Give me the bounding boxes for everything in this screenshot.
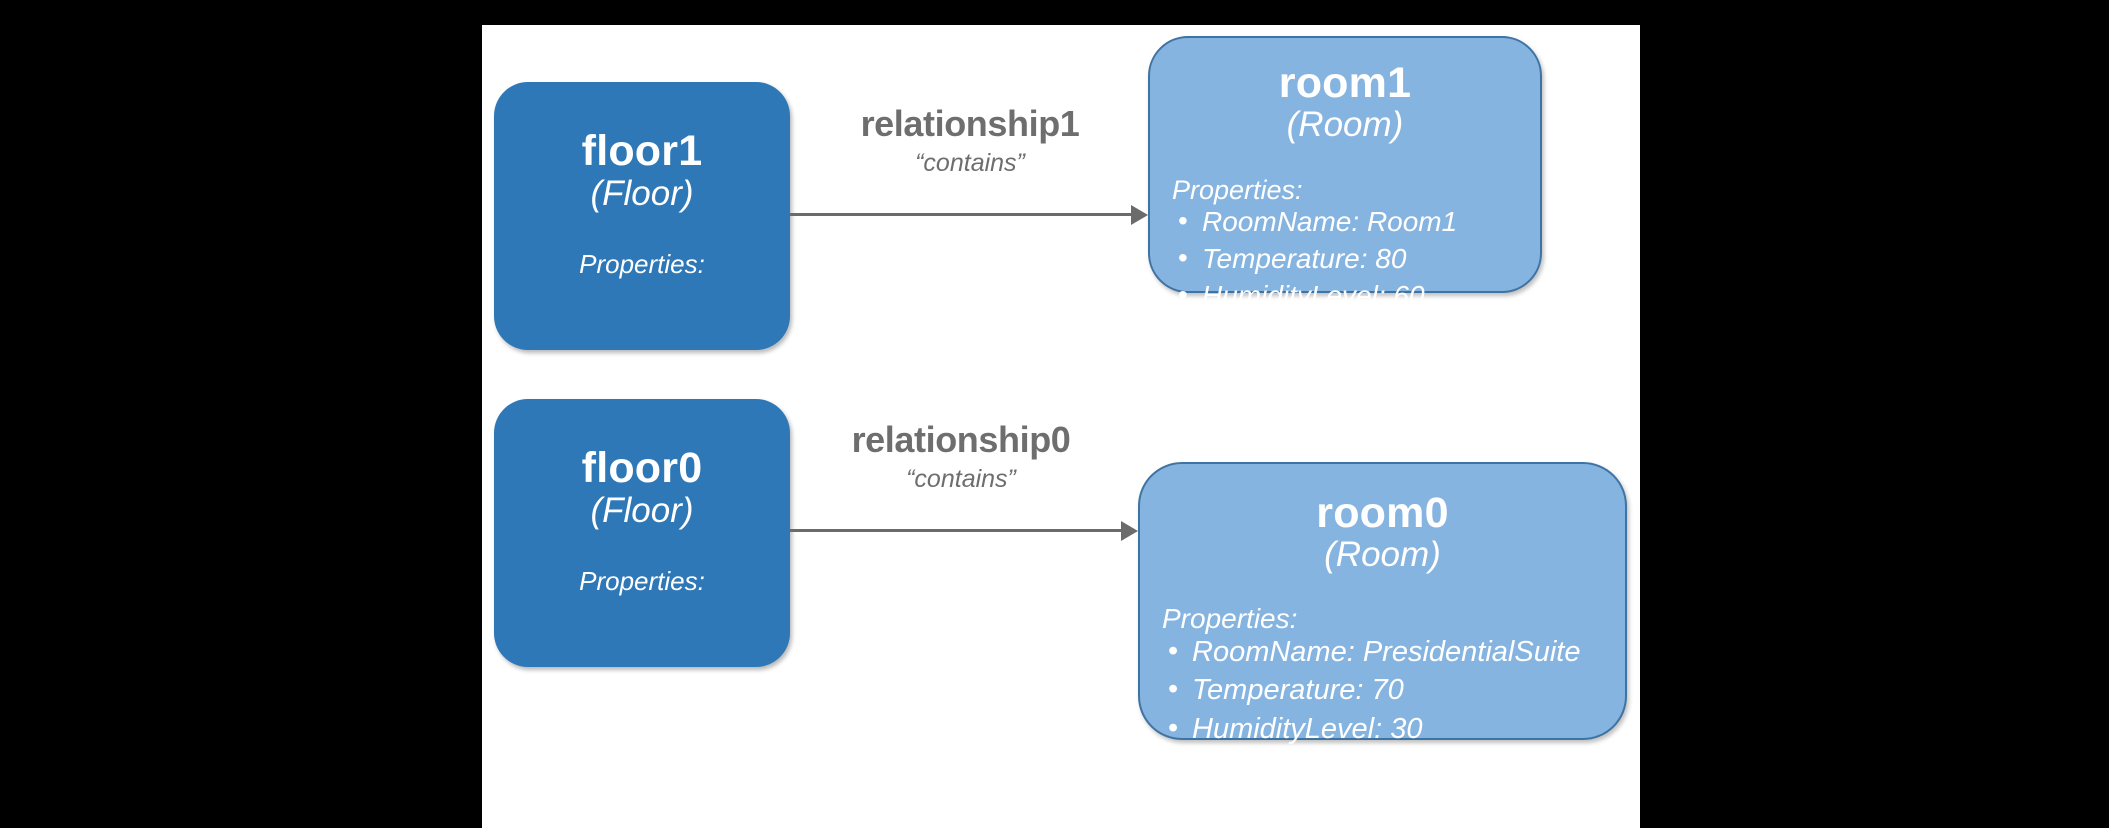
list-item: RoomName: Room1 bbox=[1172, 203, 1540, 241]
edge-relationship0-kind: “contains” bbox=[906, 465, 1016, 493]
diagram-canvas: floor1 (Floor) Properties: relationship1… bbox=[482, 25, 1640, 828]
node-room0-property-list: RoomName: PresidentialSuite Temperature:… bbox=[1162, 632, 1625, 748]
node-room0-type: (Room) bbox=[1324, 534, 1441, 574]
node-room0-properties: Properties: RoomName: PresidentialSuite … bbox=[1162, 602, 1625, 748]
edge-relationship0-line bbox=[790, 529, 1124, 532]
node-floor1-title: floor1 bbox=[581, 127, 703, 175]
edge-relationship1-labels: relationship1 “contains” bbox=[798, 106, 1142, 176]
node-floor0-properties-label: Properties: bbox=[579, 565, 705, 596]
node-room0-title: room0 bbox=[1316, 489, 1449, 537]
edge-relationship1-kind: “contains” bbox=[915, 149, 1025, 177]
node-floor1-type: (Floor) bbox=[590, 173, 694, 213]
edge-relationship1-line bbox=[790, 213, 1134, 216]
node-floor1-properties-label: Properties: bbox=[579, 248, 705, 279]
list-item: Temperature: 70 bbox=[1162, 670, 1625, 709]
node-floor0-type: (Floor) bbox=[590, 490, 694, 530]
node-floor0-title: floor0 bbox=[581, 444, 703, 492]
edge-relationship0-labels: relationship0 “contains” bbox=[794, 422, 1128, 492]
node-room1[interactable]: room1 (Room) Properties: RoomName: Room1… bbox=[1148, 36, 1542, 314]
node-room1-properties-label: Properties: bbox=[1172, 174, 1303, 205]
arrow-head-icon bbox=[1121, 521, 1138, 541]
arrow-head-icon bbox=[1131, 205, 1148, 225]
node-room1-type: (Room) bbox=[1286, 104, 1404, 144]
list-item: HumidityLevel: 60 bbox=[1172, 277, 1540, 315]
list-item: Temperature: 80 bbox=[1172, 240, 1540, 278]
node-floor1[interactable]: floor1 (Floor) Properties: bbox=[494, 82, 790, 350]
node-room1-title: room1 bbox=[1278, 59, 1412, 107]
node-room0[interactable]: room0 (Room) Properties: RoomName: Presi… bbox=[1138, 462, 1627, 747]
list-item: HumidityLevel: 30 bbox=[1162, 709, 1625, 748]
node-room1-property-list: RoomName: Room1 Temperature: 80 Humidity… bbox=[1172, 203, 1540, 315]
node-room0-properties-label: Properties: bbox=[1162, 602, 1298, 634]
edge-relationship1-name: relationship1 bbox=[860, 103, 1080, 144]
list-item: RoomName: PresidentialSuite bbox=[1162, 632, 1625, 671]
edge-relationship0-name: relationship0 bbox=[851, 419, 1071, 460]
node-room1-properties: Properties: RoomName: Room1 Temperature:… bbox=[1172, 174, 1540, 315]
node-floor0[interactable]: floor0 (Floor) Properties: bbox=[494, 399, 790, 667]
